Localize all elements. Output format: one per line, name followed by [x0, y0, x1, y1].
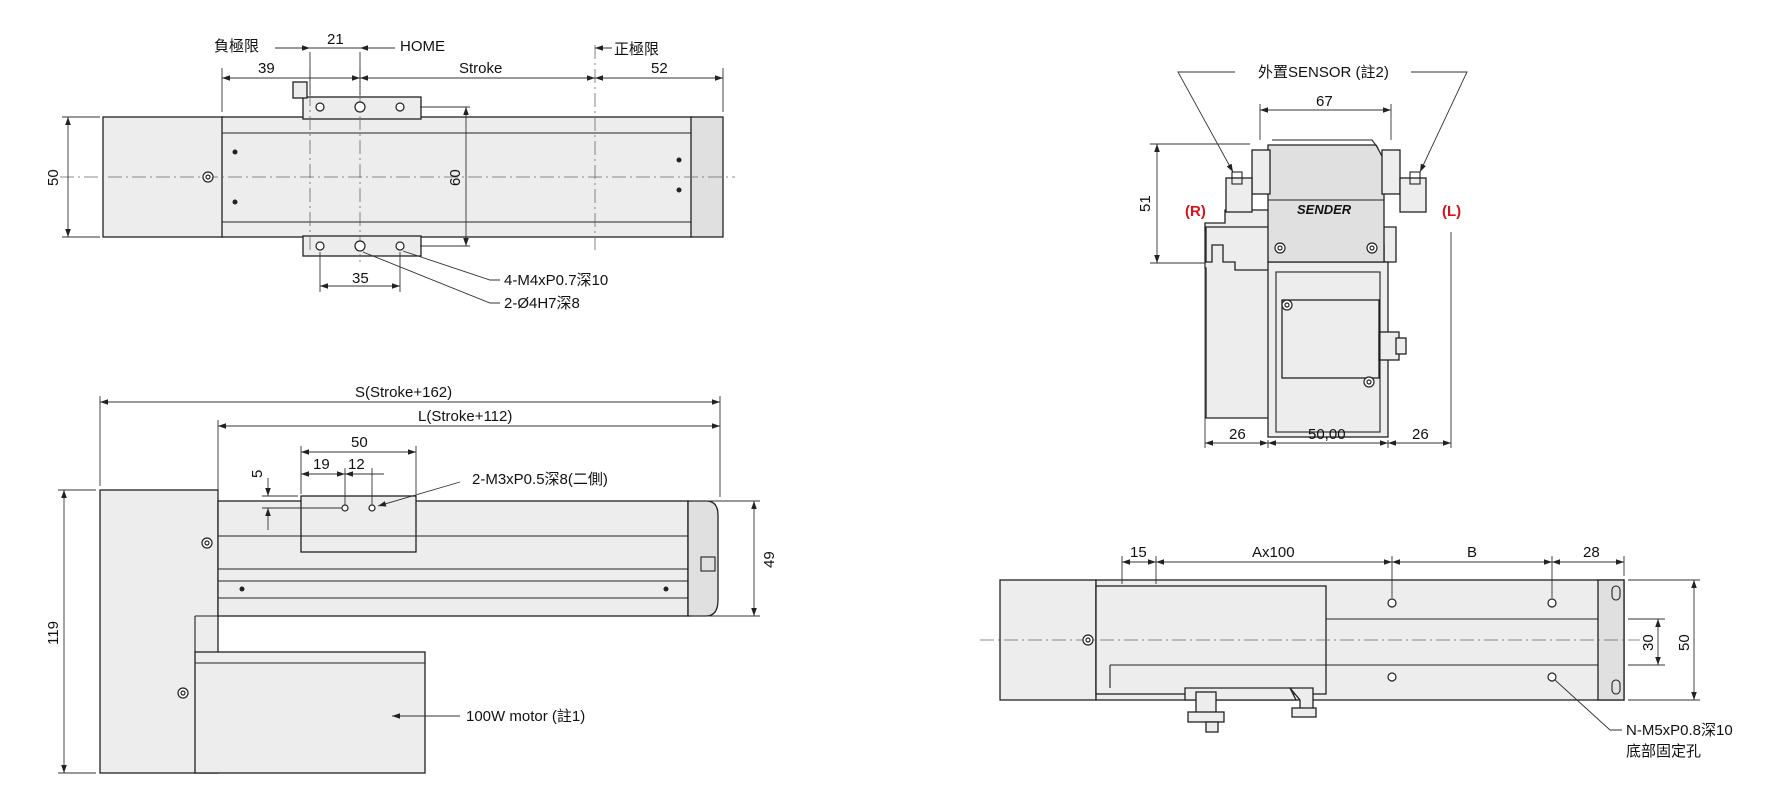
dim-119-vertical: 119	[45, 621, 62, 645]
label-r: (R)	[1185, 203, 1206, 220]
sensor-left	[1225, 177, 1253, 213]
dim-30-vertical: 30	[1640, 634, 1657, 651]
dim-39: 39	[258, 60, 275, 77]
home-label: HOME	[400, 38, 445, 55]
bottom-mount-hole	[1387, 598, 1397, 608]
dim-50-vertical: 50	[1676, 634, 1693, 651]
dim-52: 52	[651, 60, 668, 77]
dim-28: 28	[1583, 544, 1600, 561]
dim-26-right: 26	[1412, 426, 1429, 443]
dim-19: 19	[313, 456, 330, 473]
dim-60-vertical: 60	[447, 169, 464, 186]
bottom-mount-hole	[1387, 672, 1397, 682]
bottom-mount-hole	[1547, 672, 1557, 682]
side-hole	[368, 504, 376, 512]
motor-label: 100W motor (註1)	[466, 708, 585, 725]
dim-50: 50	[351, 434, 368, 451]
bottom-view: 15 Ax100 B 28 30 50 N-M5xP0.8深10 底部固定孔	[980, 544, 1733, 760]
dim-35: 35	[352, 270, 369, 287]
tapped-hole	[315, 102, 325, 112]
brand-label: SENDER	[1297, 202, 1352, 217]
dim-12: 12	[348, 456, 365, 473]
body-length: L(Stroke+112)	[418, 408, 512, 425]
dim-67: 67	[1316, 93, 1333, 110]
carriage	[300, 495, 417, 553]
sensor-label: 外置SENSOR (註2)	[1258, 64, 1389, 81]
mount-callout-sub: 底部固定孔	[1626, 743, 1701, 760]
home-pin	[292, 81, 308, 99]
mount-callout: N-M5xP0.8深10	[1626, 722, 1733, 739]
side-hole-callout: 2-M3xP0.5深8(二側)	[472, 471, 608, 488]
motor	[194, 651, 426, 774]
tapped-hole	[395, 102, 405, 112]
actuator-body	[217, 500, 689, 617]
side-hole	[341, 504, 349, 512]
neg-limit-label: 負極限	[214, 38, 259, 55]
pin-hole	[354, 101, 366, 113]
dim-5-vertical: 5	[249, 470, 266, 478]
overall-length: S(Stroke+162)	[355, 384, 452, 401]
pin-hole-callout: 2-Ø4H7深8	[504, 295, 580, 312]
dim-50-vertical: 50	[45, 169, 62, 186]
end-view: SENDER 外置SENSOR (註2) 67 51 (R) (L) 26 50…	[1137, 64, 1468, 448]
dim-15: 15	[1130, 544, 1147, 561]
pos-limit-label: 正極限	[614, 41, 659, 58]
bottom-mount-hole	[1547, 598, 1557, 608]
dim-ax100: Ax100	[1252, 544, 1295, 561]
tapped-hole	[395, 241, 405, 251]
dim-51-vertical: 51	[1137, 195, 1154, 212]
side-view: S(Stroke+162) L(Stroke+112) 50 19 12 5 2…	[45, 384, 778, 774]
terminal-box	[1281, 299, 1380, 379]
dim-21: 21	[327, 31, 344, 48]
dim-26-left: 26	[1229, 426, 1246, 443]
stroke-label: Stroke	[459, 60, 502, 77]
label-l: (L)	[1442, 203, 1461, 220]
dim-49-vertical: 49	[761, 551, 778, 568]
dim-b: B	[1467, 544, 1477, 561]
end-cap	[687, 500, 719, 617]
top-view: 負極限 21 HOME 正極限 39 Stroke 52 50 60 35 4-…	[45, 31, 735, 312]
tapped-hole-callout: 4-M4xP0.7深10	[504, 272, 608, 289]
dim-50-00: 50,00	[1308, 426, 1346, 443]
sensor-right	[1399, 177, 1427, 213]
tapped-hole	[315, 241, 325, 251]
pin-hole	[354, 240, 366, 252]
